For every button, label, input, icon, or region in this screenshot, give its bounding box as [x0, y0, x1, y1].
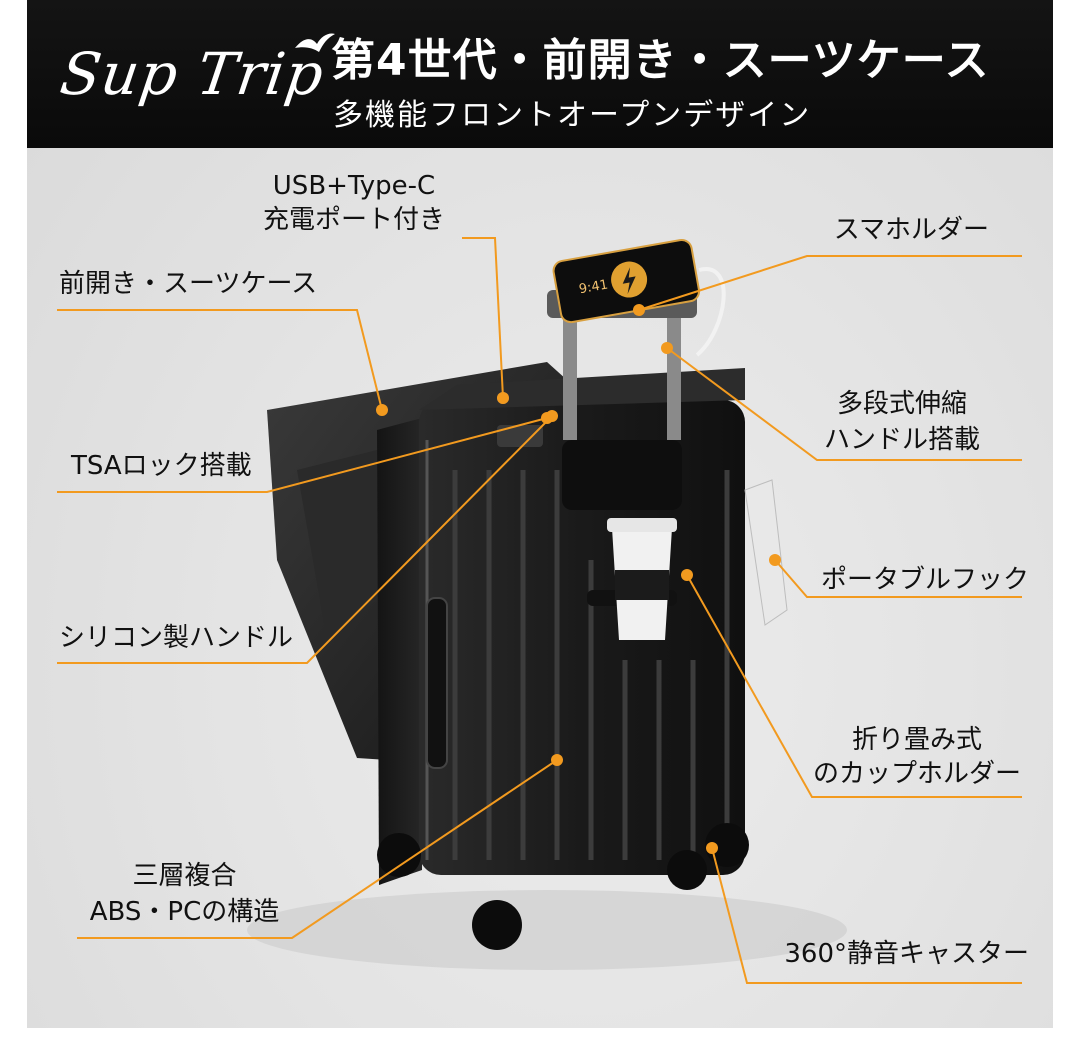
- page-subtitle: 多機能フロントオープンデザイン: [333, 98, 812, 133]
- callout-usb-line2: 充電ポート付き: [262, 205, 445, 235]
- callout-tsa-lock: TSAロック搭載: [71, 451, 252, 481]
- trolley-rod-right: [667, 300, 681, 440]
- callout-casters: 360°静音キャスター: [784, 939, 1029, 969]
- tsa-lock: [497, 425, 543, 447]
- suitcase-illustration: 9:41: [57, 237, 1022, 984]
- page-title: 第4世代・前開き・スーツケース: [331, 35, 990, 86]
- callout-abs-line2: ABS・PCの構造: [89, 897, 280, 927]
- handle-recess: [562, 440, 682, 510]
- callout-silicone-handle: シリコン製ハンドル: [59, 623, 294, 653]
- product-canvas: Sup Trip 第4世代・前開き・スーツケース 多機能フロントオープンデザイン: [27, 0, 1053, 1028]
- casters: [377, 823, 749, 950]
- side-handle: [426, 597, 448, 769]
- callout-telescopic-line1: 多段式伸縮: [836, 389, 967, 419]
- header-banner: Sup Trip 第4世代・前開き・スーツケース 多機能フロントオープンデザイン: [27, 0, 1053, 148]
- floor-shadow: [247, 890, 847, 970]
- cup-lid: [607, 518, 677, 532]
- callout-telescopic-line2: ハンドル搭載: [823, 425, 980, 455]
- callout-dots: [376, 304, 781, 854]
- lid-pocket: [297, 450, 377, 640]
- callout-front-open: 前開き・スーツケース: [59, 269, 318, 299]
- callout-cup-line2: のカップホルダー: [812, 759, 1021, 789]
- phone-clock: 9:41: [578, 277, 609, 297]
- bird-icon: [295, 33, 335, 52]
- callout-abs-line1: 三層複合: [132, 861, 237, 891]
- charging-cable: [695, 267, 726, 357]
- callout-lines: [57, 237, 1022, 984]
- shell-ribs: [452, 470, 730, 860]
- trolley-rod-left: [563, 300, 577, 440]
- callout-usb-line1: USB+Type-C: [272, 171, 436, 201]
- cup-sleeve: [615, 570, 669, 600]
- callout-portable-hook: ポータブルフック: [820, 565, 1029, 595]
- portable-hook: [744, 479, 788, 626]
- callout-cup-line1: 折り畳み式: [851, 725, 982, 755]
- suitcase-side: [377, 418, 422, 885]
- callout-phone-holder: スマホルダー: [833, 215, 989, 245]
